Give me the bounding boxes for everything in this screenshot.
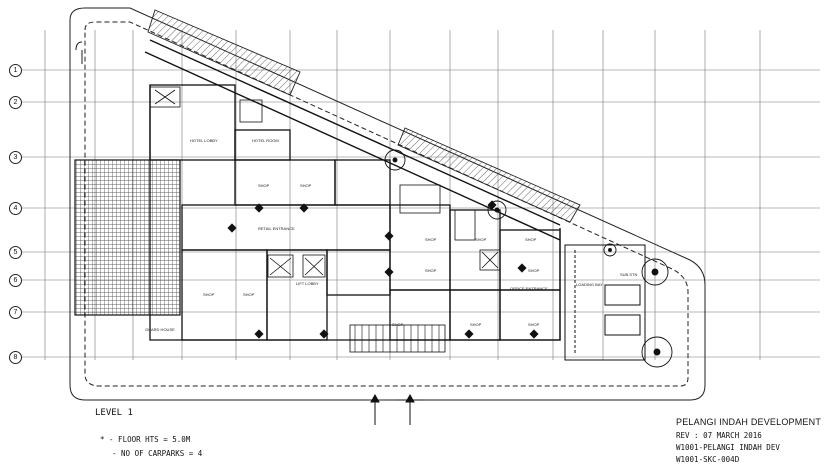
grid-bubble-7: 7 bbox=[9, 306, 22, 319]
drawing-code-2: W1001-SKC-004D bbox=[676, 455, 740, 464]
stairs-lifts bbox=[149, 86, 501, 353]
room-label-hotel-lobby: HOTEL LOBBY bbox=[190, 138, 218, 143]
note-floor-height: * - FLOOR HTS = 5.0M bbox=[100, 435, 191, 444]
room-label-loading-bay: LOADING BAY bbox=[576, 282, 603, 287]
note-carparks: - NO OF CARPARKS = 4 bbox=[112, 449, 203, 458]
room-label-shop-12: SHOP bbox=[528, 322, 540, 327]
drawing-code-1: W1001-PELANGI INDAH DEV bbox=[676, 443, 780, 452]
grid-bubble-5: 5 bbox=[9, 246, 22, 259]
canopy bbox=[147, 9, 581, 223]
room-label-shop-6: SHOP bbox=[475, 237, 487, 242]
room-label-shop-8: SHOP bbox=[425, 268, 437, 273]
level-title: LEVEL 1 bbox=[95, 408, 133, 418]
diagonal-wall bbox=[144, 39, 561, 241]
room-label-shop-11: SHOP bbox=[470, 322, 482, 327]
loading-area bbox=[564, 244, 646, 361]
grid-bubble-1: 1 bbox=[9, 64, 22, 77]
site-boundary bbox=[69, 7, 706, 401]
revision-date: REV : 07 MARCH 2016 bbox=[676, 431, 762, 440]
project-title: PELANGI INDAH DEVELOPMENT bbox=[676, 417, 822, 427]
entry-arrows bbox=[370, 393, 425, 425]
room-label-lift-lobby: LIFT LOBBY bbox=[296, 281, 319, 286]
grid-bubble-2: 2 bbox=[9, 96, 22, 109]
room-label-shop-5: SHOP bbox=[425, 237, 437, 242]
grid-bubble-4: 4 bbox=[9, 202, 22, 215]
grid-bubble-8: 8 bbox=[9, 351, 22, 364]
grid-bubble-3: 3 bbox=[9, 151, 22, 164]
room-label-guard-house: GUARD HOUSE bbox=[145, 327, 175, 332]
grid-bubble-6: 6 bbox=[9, 274, 22, 287]
carpark-hatch bbox=[74, 159, 181, 316]
room-label-shop-10: SHOP bbox=[392, 322, 404, 327]
room-label-shop-4: SHOP bbox=[243, 292, 255, 297]
room-label-shop-7: SHOP bbox=[525, 237, 537, 242]
room-label-hotel-room: HOTEL ROOM bbox=[252, 138, 279, 143]
room-label-shop-1: SHOP bbox=[258, 183, 270, 188]
trees bbox=[384, 149, 673, 368]
room-label-retail-entrance: RETAIL ENTRANCE bbox=[258, 226, 295, 231]
room-label-shop-9: SHOP bbox=[528, 268, 540, 273]
room-label-sub-station: SUB STN bbox=[620, 272, 638, 277]
doors bbox=[227, 200, 539, 339]
room-label-shop-2: SHOP bbox=[300, 183, 312, 188]
room-label-shop-3: SHOP bbox=[203, 292, 215, 297]
room-label-office-entrance: OFFICE ENTRANCE bbox=[510, 286, 548, 291]
